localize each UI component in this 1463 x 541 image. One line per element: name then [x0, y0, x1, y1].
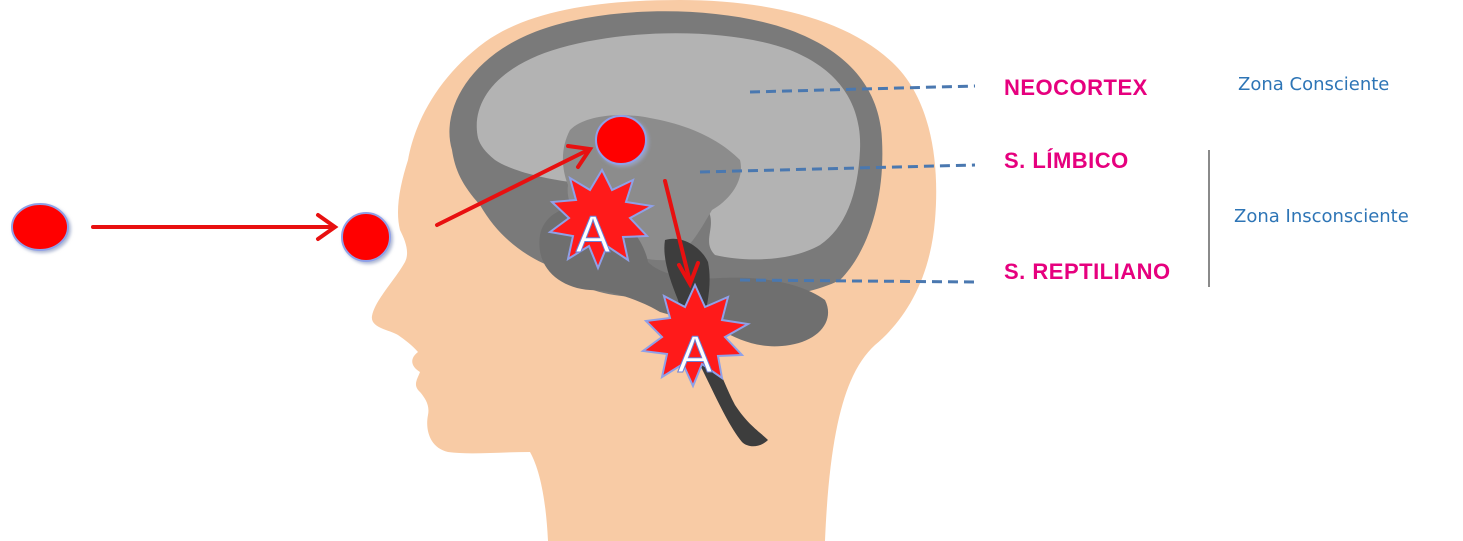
stimulus-circle-icon — [342, 213, 390, 261]
zona-inconsciente-label: Zona Insconsciente — [1234, 206, 1409, 227]
limbico-label: S. LÍMBICO — [1004, 148, 1129, 173]
reptiliano-label: S. REPTILIANO — [1004, 259, 1171, 284]
arrow-eye — [93, 215, 335, 239]
stimulus-circle-icon — [596, 116, 646, 164]
zona-consciente-label: Zona Consciente — [1238, 74, 1389, 95]
stimulus-circle-icon — [12, 204, 68, 250]
amygdala-marker-letter: A — [576, 206, 611, 264]
brainstem-marker-letter: A — [678, 326, 713, 384]
neocortex-label: NEOCORTEX — [1004, 75, 1148, 100]
reptiliano-dash-line — [740, 280, 975, 282]
